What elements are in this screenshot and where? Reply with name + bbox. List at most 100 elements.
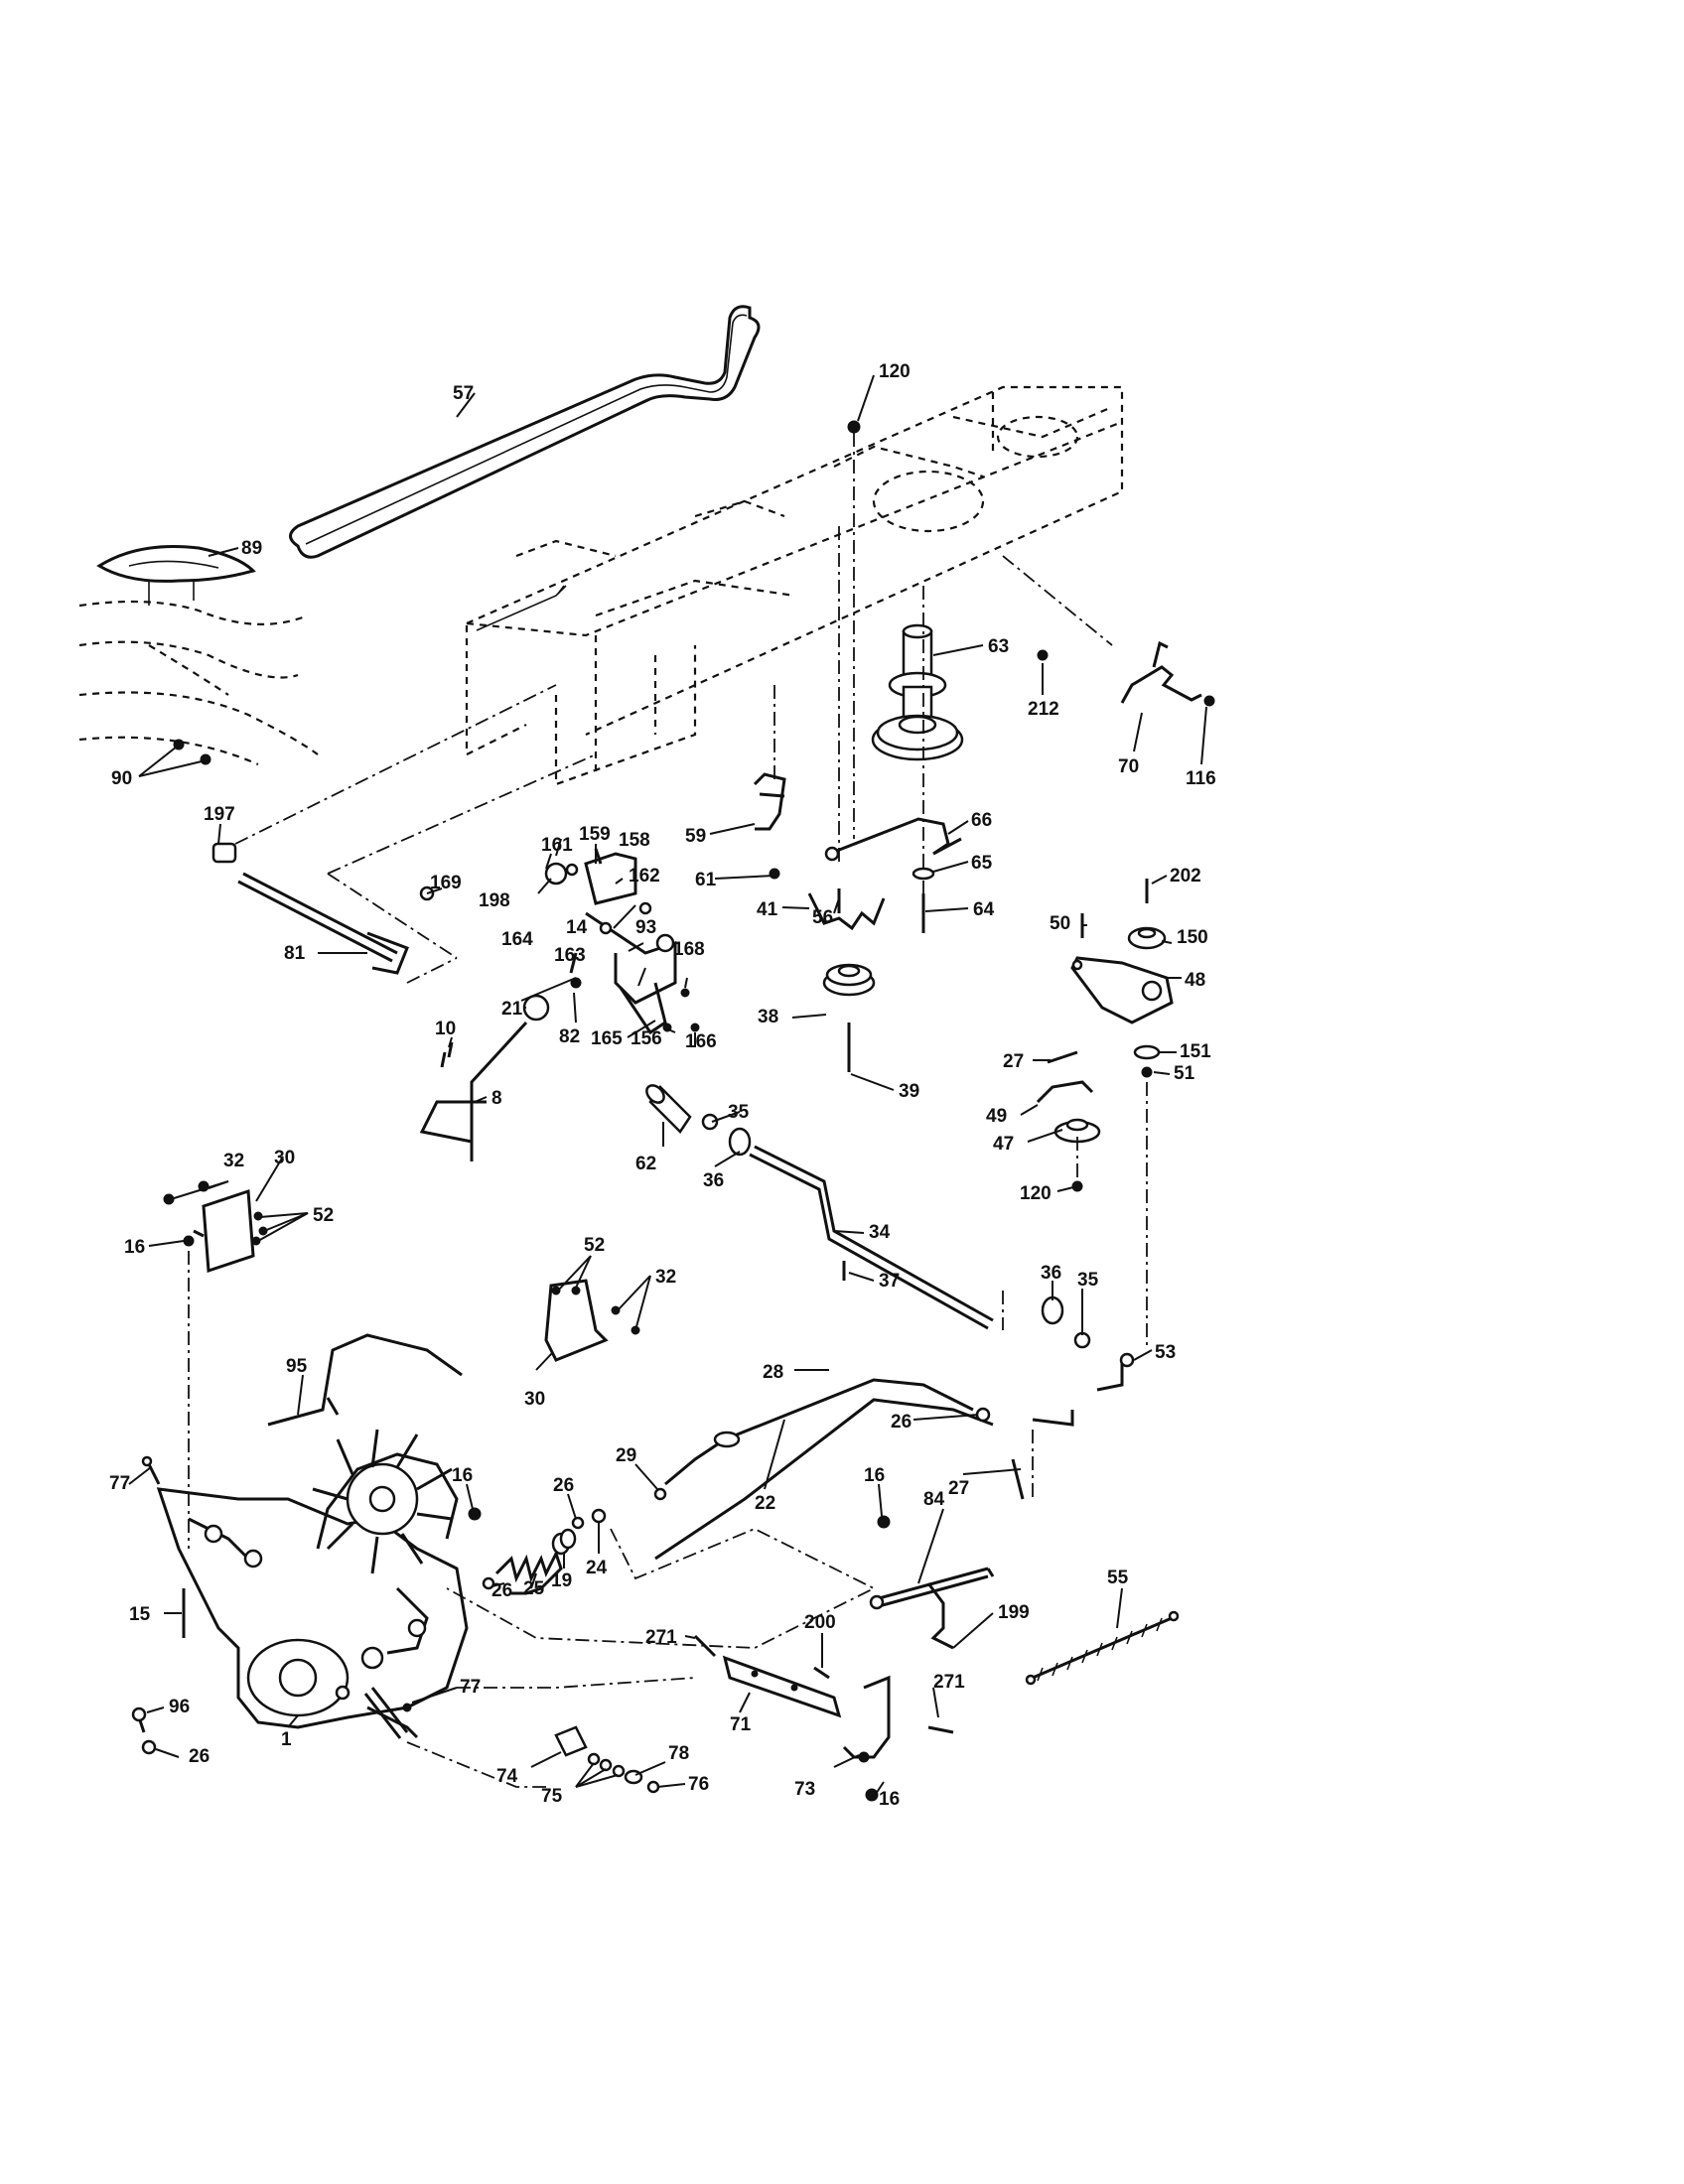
callout-26-spring: 26 xyxy=(553,1475,574,1496)
callout-29: 29 xyxy=(616,1445,636,1466)
callout-36-lower: 36 xyxy=(1041,1263,1061,1284)
callout-52-center: 52 xyxy=(584,1235,605,1256)
callout-151: 151 xyxy=(1180,1041,1211,1062)
part-77-ring-a xyxy=(141,1455,153,1467)
callout-212: 212 xyxy=(1028,699,1059,720)
part-96-ring xyxy=(131,1706,147,1722)
callout-161: 161 xyxy=(541,835,573,856)
callout-8: 8 xyxy=(491,1088,502,1109)
part-26-clip xyxy=(1032,1410,1074,1427)
callout-22: 22 xyxy=(755,1493,775,1514)
callout-38: 38 xyxy=(758,1007,778,1027)
part-1-transmission xyxy=(156,1429,469,1739)
callout-52-left: 52 xyxy=(313,1205,334,1226)
part-75-washer-c xyxy=(612,1764,626,1778)
callout-65: 65 xyxy=(971,853,993,874)
callout-198: 198 xyxy=(479,890,510,911)
callout-27-upper: 27 xyxy=(1003,1051,1024,1072)
callout-16-left: 16 xyxy=(124,1237,145,1258)
callout-35-upper: 35 xyxy=(728,1102,750,1123)
callout-50: 50 xyxy=(1050,913,1070,934)
callout-28: 28 xyxy=(763,1362,783,1383)
part-150-cap xyxy=(1127,926,1167,950)
callout-202: 202 xyxy=(1170,866,1201,887)
part-26-washer-b xyxy=(571,1516,585,1530)
callout-89: 89 xyxy=(241,538,262,559)
callout-labels: 57 120 89 63 212 70 116 90 197 66 59 65 … xyxy=(109,361,1216,1810)
callout-59: 59 xyxy=(685,826,706,847)
part-90-nut-b xyxy=(200,753,211,765)
callout-66: 66 xyxy=(971,810,992,831)
callout-93: 93 xyxy=(635,917,656,938)
part-63-idler-pulley xyxy=(871,623,964,761)
callout-271-right: 271 xyxy=(933,1672,965,1693)
callout-159: 159 xyxy=(579,824,611,845)
part-25-spring xyxy=(494,1550,563,1595)
callout-26-lower: 26 xyxy=(491,1580,512,1601)
part-26-washer-c xyxy=(482,1576,495,1590)
part-27-bolt-a xyxy=(1047,1050,1078,1064)
part-212-nut xyxy=(1037,649,1049,661)
callout-1: 1 xyxy=(281,1729,292,1750)
callout-53: 53 xyxy=(1155,1342,1176,1363)
part-30-bracket-a xyxy=(193,1188,268,1274)
part-271-bolt-a xyxy=(693,1634,717,1658)
part-26-washer-a xyxy=(975,1407,991,1423)
callout-169: 169 xyxy=(430,873,462,893)
callout-82: 82 xyxy=(559,1026,580,1047)
callout-95: 95 xyxy=(286,1356,308,1377)
callout-61: 61 xyxy=(695,870,717,890)
callout-26-rod: 26 xyxy=(891,1412,912,1433)
callout-78: 78 xyxy=(668,1743,689,1764)
part-36-washer-b xyxy=(1041,1296,1064,1325)
callout-162: 162 xyxy=(629,866,660,887)
part-16-nut-d xyxy=(865,1788,879,1802)
part-200-bolt xyxy=(813,1666,830,1680)
part-19-sleeve xyxy=(551,1528,577,1556)
callout-24: 24 xyxy=(586,1558,608,1578)
callout-62: 62 xyxy=(635,1154,656,1174)
callout-158: 158 xyxy=(619,830,650,851)
callout-73: 73 xyxy=(794,1779,815,1800)
tractor-frame xyxy=(465,385,1124,786)
part-81-shaft xyxy=(211,842,409,975)
part-120-nut-top xyxy=(847,420,861,434)
callout-74: 74 xyxy=(496,1766,518,1787)
part-16-nut-b xyxy=(468,1507,482,1521)
part-27-bolt-b xyxy=(1011,1458,1025,1500)
part-41-arm xyxy=(807,892,886,931)
callout-271-left: 271 xyxy=(645,1627,677,1648)
part-48-bracket xyxy=(1070,956,1174,1024)
part-75-washer-b xyxy=(599,1758,613,1772)
callout-163: 163 xyxy=(554,945,586,966)
part-151-washer xyxy=(1133,1044,1161,1060)
callout-64: 64 xyxy=(973,899,995,920)
part-62-sleeve xyxy=(645,1084,692,1134)
callout-56: 56 xyxy=(812,907,833,928)
callout-200: 200 xyxy=(804,1612,836,1633)
callout-156: 156 xyxy=(631,1028,662,1049)
callout-71: 71 xyxy=(730,1714,752,1735)
callout-10: 10 xyxy=(435,1019,456,1039)
part-271-bolt-b xyxy=(927,1725,954,1734)
callout-26-bottom: 26 xyxy=(189,1746,210,1767)
callout-32-center: 32 xyxy=(655,1267,676,1288)
callout-47: 47 xyxy=(993,1134,1014,1155)
callout-35-lower: 35 xyxy=(1077,1270,1099,1291)
callout-75: 75 xyxy=(541,1786,563,1807)
callout-55: 55 xyxy=(1107,1568,1129,1588)
part-66-rod xyxy=(824,817,962,862)
part-51-nut xyxy=(1141,1066,1153,1078)
part-28-rod xyxy=(653,1378,974,1501)
callout-21: 21 xyxy=(501,999,523,1020)
part-21-knob xyxy=(522,994,550,1022)
callout-49: 49 xyxy=(986,1106,1007,1127)
part-8-lever xyxy=(419,1021,528,1161)
part-89-seat-pan xyxy=(96,545,256,606)
callout-120-lower: 120 xyxy=(1020,1183,1052,1204)
callout-41: 41 xyxy=(757,899,778,920)
callout-37: 37 xyxy=(879,1271,900,1292)
callout-25: 25 xyxy=(523,1578,545,1599)
callout-16-right: 16 xyxy=(864,1465,885,1486)
